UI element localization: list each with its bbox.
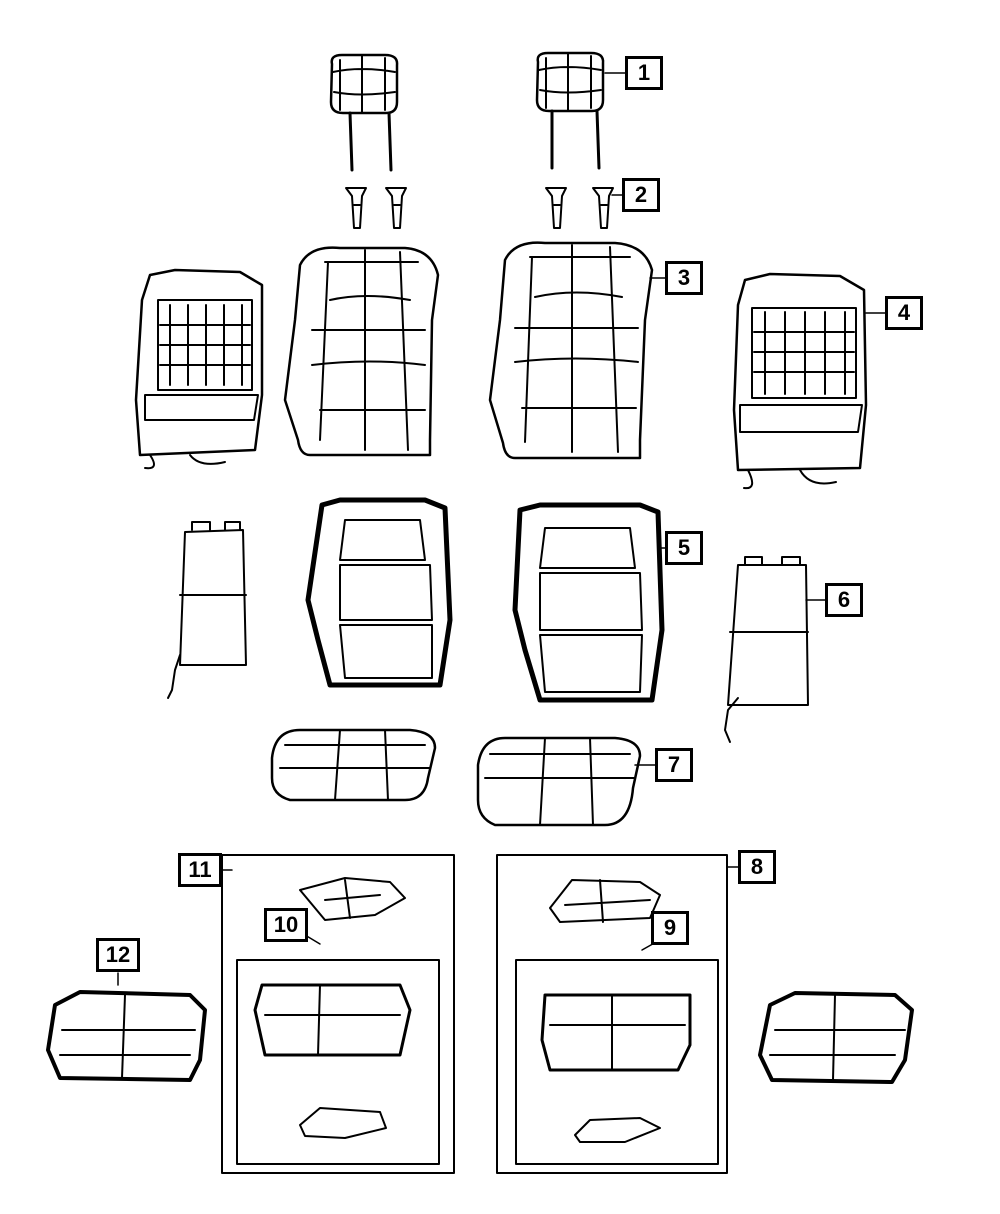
cushion-foam-right: [758, 991, 914, 1084]
seat-back-cover-right: [488, 241, 654, 460]
kit-box-11: [221, 854, 455, 1174]
callout-8: 8: [738, 850, 776, 884]
guide-sleeves-right: [545, 187, 614, 229]
guide-sleeves-left: [345, 187, 407, 229]
callout-2: 2: [622, 178, 660, 212]
callout-6: 6: [825, 583, 863, 617]
callout-9: 9: [651, 911, 689, 945]
callout-4: 4: [885, 296, 923, 330]
headrest-left: [329, 53, 399, 172]
headrest-right: [535, 51, 605, 170]
seat-back-frame-right: [732, 272, 868, 490]
seat-back-foam-right: [512, 502, 665, 703]
cushion-cover-left: [270, 728, 437, 802]
cushion-foam-12: [46, 990, 207, 1082]
callout-11: 11: [178, 853, 222, 887]
callout-10: 10: [264, 908, 308, 942]
heater-mat-left: [167, 521, 247, 699]
callout-7: 7: [655, 748, 693, 782]
leader-lines: [117, 72, 886, 986]
seat-back-foam-left: [305, 497, 453, 688]
callout-5: 5: [665, 531, 703, 565]
cushion-cover-right: [476, 736, 642, 827]
callout-3: 3: [665, 261, 703, 295]
seat-back-cover-left: [283, 246, 440, 457]
kit-box-8: [496, 854, 728, 1174]
heater-mat-right: [724, 556, 809, 743]
callout-12: 12: [96, 938, 140, 972]
seat-back-frame-left: [134, 268, 264, 470]
callout-1: 1: [625, 56, 663, 90]
